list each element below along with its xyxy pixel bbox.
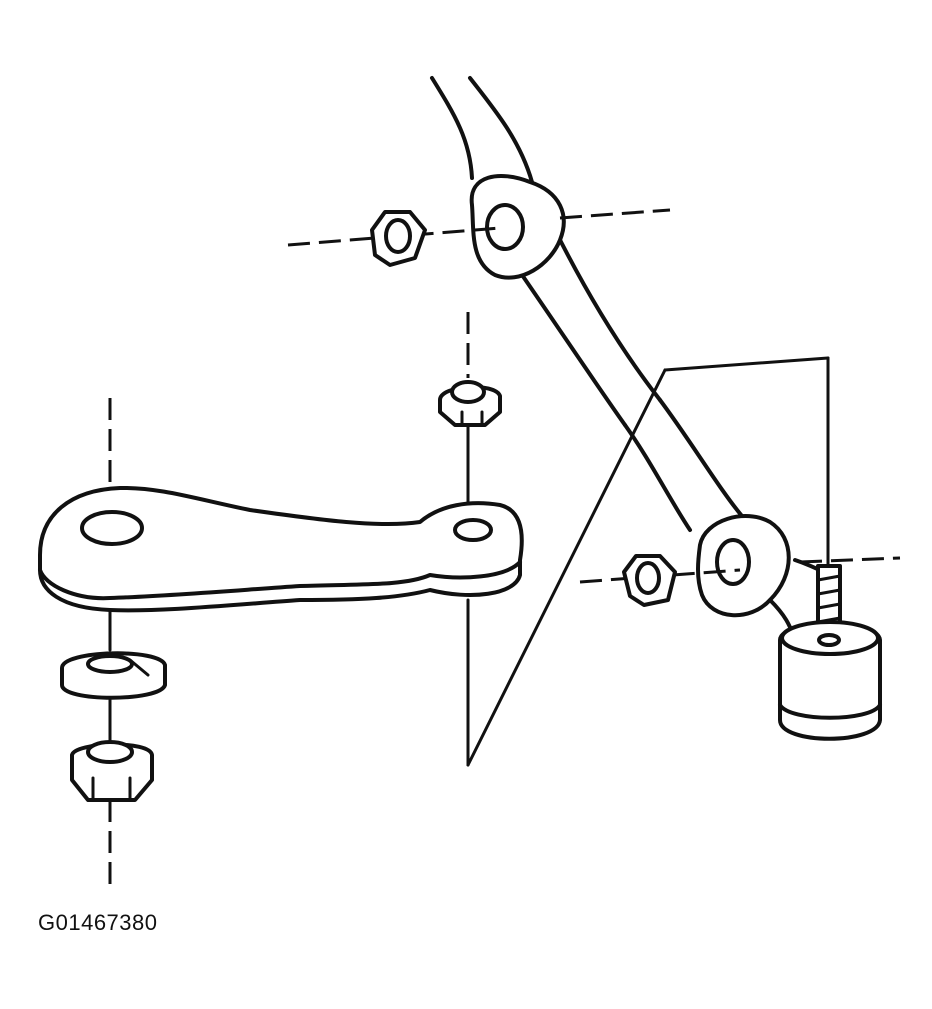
- stud-bushing: [778, 564, 882, 741]
- upper-hex-nut: [370, 210, 427, 267]
- lower-hex-nut: [622, 554, 677, 607]
- lock-washer: [60, 651, 167, 700]
- figure-id-label: G01467380: [38, 910, 158, 935]
- top-hex-nut: [438, 380, 502, 427]
- idler-arm: [38, 485, 524, 613]
- bottom-hex-nut: [70, 740, 154, 802]
